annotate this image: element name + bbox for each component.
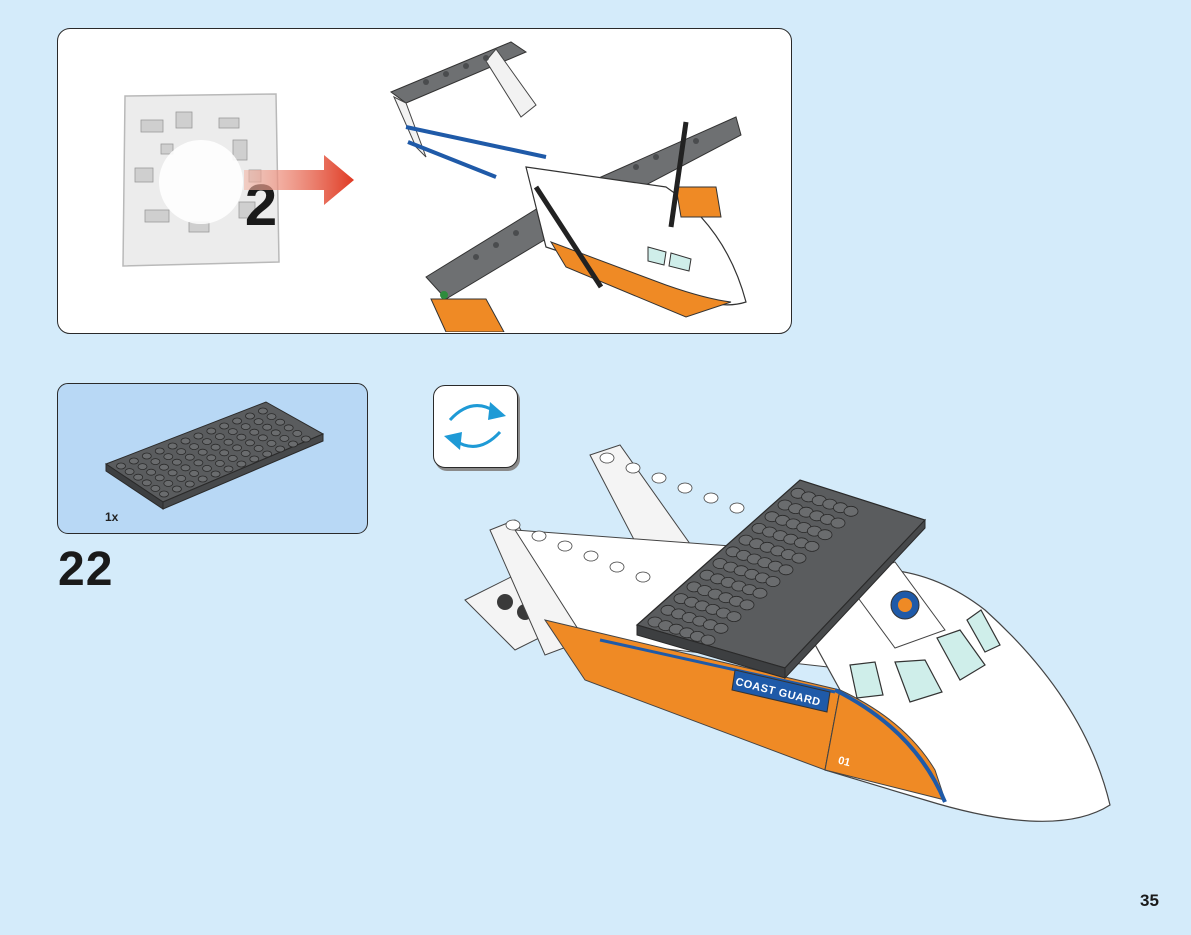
main-model-illustration — [455, 440, 1120, 835]
page-number: 35 — [1140, 891, 1159, 911]
previous-model-illustration — [386, 37, 776, 332]
part-quantity: 1x — [105, 510, 118, 524]
arrow-right-icon — [244, 153, 356, 207]
dark-grey-plate-6x12 — [103, 394, 333, 514]
previous-build-panel: 2 — [57, 28, 792, 334]
parts-needed-panel: 1x — [57, 383, 368, 534]
step-number: 22 — [58, 542, 113, 597]
